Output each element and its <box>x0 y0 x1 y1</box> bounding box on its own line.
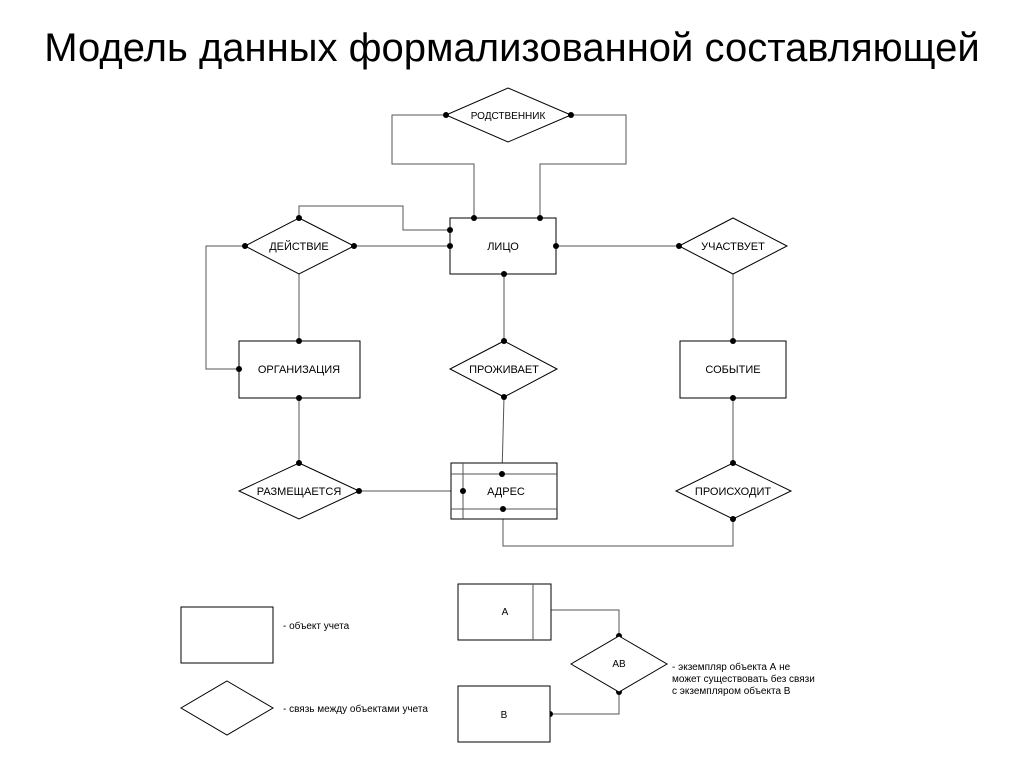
svg-text:СОБЫТИЕ: СОБЫТИЕ <box>705 364 760 376</box>
relation-located: РАЗМЕЩАЕТСЯ <box>237 462 361 520</box>
relation-occurs: ПРОИСХОДИТ <box>674 462 793 520</box>
svg-text:- связь между объектами учета: - связь между объектами учета <box>283 703 428 715</box>
connector-lives-address <box>501 396 505 475</box>
connector-action-org-loop <box>205 245 245 370</box>
entity-organization: ОРГАНИЗАЦИЯ <box>238 340 361 399</box>
svg-text:УЧАСТВУЕТ: УЧАСТВУЕТ <box>701 241 765 253</box>
svg-text:РАЗМЕЩАЕТСЯ: РАЗМЕЩАЕТСЯ <box>257 486 342 498</box>
legend-entity-a: А <box>457 583 552 641</box>
svg-text:ДЕЙСТВИЕ: ДЕЙСТВИЕ <box>269 240 329 253</box>
svg-text:ОРГАНИЗАЦИЯ: ОРГАНИЗАЦИЯ <box>258 364 340 376</box>
svg-text:АВ: АВ <box>612 659 626 670</box>
connector-legend-a-ab <box>533 609 620 636</box>
svg-text:ПРОЖИВАЕТ: ПРОЖИВАЕТ <box>469 364 539 376</box>
relation-lives: ПРОЖИВАЕТ <box>448 340 559 398</box>
relation-action: ДЕЙСТВИЕ <box>243 217 356 275</box>
connector-legend-ab-b <box>550 692 620 715</box>
legend-dependency-note: - экземпляр объекта А не может существов… <box>672 661 815 697</box>
svg-text:- объект учета: - объект учета <box>283 620 350 632</box>
page-title: Модель данных формализованной составляющ… <box>44 26 980 70</box>
relation-relative: РОДСТВЕННИК <box>444 87 573 143</box>
svg-text:ЛИЦО: ЛИЦО <box>487 241 519 253</box>
legend-object: - объект учета <box>180 606 350 664</box>
connector-lines <box>205 114 734 715</box>
svg-text:может существовать без связи: может существовать без связи <box>672 673 815 685</box>
relation-participates: УЧАСТВУЕТ <box>677 217 789 275</box>
svg-text:ПРОИСХОДИТ: ПРОИСХОДИТ <box>695 486 771 498</box>
connector-relative-left <box>391 114 475 218</box>
svg-text:- экземпляр объекта А не: - экземпляр объекта А не <box>672 661 791 673</box>
legend-relation: - связь между объектами учета <box>180 680 428 736</box>
connector-action-top <box>298 205 450 231</box>
svg-text:В: В <box>501 710 508 721</box>
entity-event: СОБЫТИЕ <box>679 340 787 399</box>
entity-person: ЛИЦО <box>449 217 557 275</box>
svg-text:РОДСТВЕННИК: РОДСТВЕННИК <box>471 111 546 122</box>
svg-text:А: А <box>502 607 509 618</box>
svg-text:АДРЕС: АДРЕС <box>487 486 525 498</box>
svg-text:с экземпляром объекта В: с экземпляром объекта В <box>672 685 791 697</box>
legend-relation-ab: АВ <box>570 635 668 693</box>
connector-occurs-address <box>502 509 734 547</box>
connector-relative-right <box>539 114 627 218</box>
legend-entity-b: В <box>457 685 551 743</box>
